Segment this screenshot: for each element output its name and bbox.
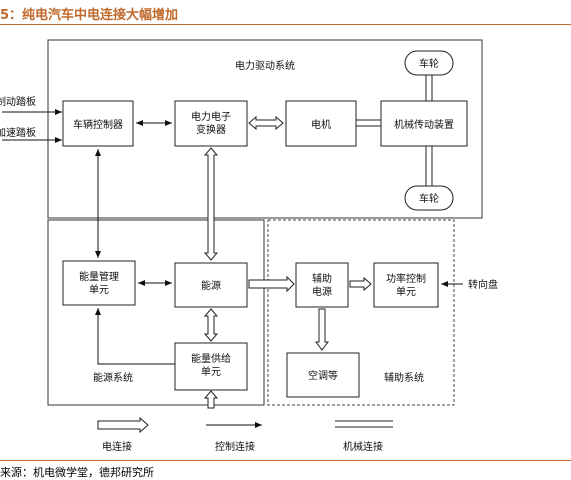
auxiliary-power-label-2: 电源 xyxy=(312,285,332,298)
legend-electrical-label: 电连接 xyxy=(102,440,132,453)
power-steering-label-1: 功率控制 xyxy=(386,272,426,285)
energy-source-label: 能源 xyxy=(201,279,221,292)
power-steering-label-2: 单元 xyxy=(396,286,416,298)
converter-source-electrical xyxy=(203,147,219,261)
drive-system-frame xyxy=(47,39,483,219)
source-auxiliary-electrical xyxy=(248,275,295,293)
footer-divider xyxy=(0,460,571,461)
vehicle-controller-node: 车辆控制器 xyxy=(62,100,134,147)
energy-supply-node: 能量供给 单元 xyxy=(174,342,248,391)
energy-system-frame xyxy=(47,219,265,406)
converter-motor-electrical xyxy=(248,115,284,131)
air-conditioner-node: 空调等 xyxy=(286,352,360,398)
motor-label: 电机 xyxy=(311,118,331,131)
energy-management-node: 能量管理 单元 xyxy=(62,260,136,306)
mechanical-transmission-node: 机械传动装置 xyxy=(380,100,468,147)
auxiliary-aircon-electrical xyxy=(315,308,329,351)
legend-mechanical-label: 机械连接 xyxy=(343,440,383,453)
source-note: 来源：机电微学堂，德邦研究所 xyxy=(0,466,154,479)
legend-mechanical-symbol xyxy=(335,420,393,428)
power-converter-label-2: 变换器 xyxy=(196,123,226,136)
power-steering-node: 功率控制 单元 xyxy=(373,262,439,308)
drive-system-label: 电力驱动系统 xyxy=(235,59,295,72)
energy-management-label-2: 单元 xyxy=(89,284,109,296)
energy-system-label: 能源系统 xyxy=(93,371,133,384)
ev-system-diagram: 电力驱动系统 能源系统 辅助系统 制动踏板 加速踏板 车辆控制器 电力电子 变换… xyxy=(0,39,498,453)
auxiliary-system-frame xyxy=(267,219,455,406)
source-supply-electrical xyxy=(203,308,219,342)
wheel-bottom-label: 车轮 xyxy=(419,192,439,205)
auxiliary-power-label-1: 辅助 xyxy=(312,272,332,285)
external-supply-electrical xyxy=(203,390,219,409)
wheel-top-label: 车轮 xyxy=(419,57,439,70)
steering-wheel-label: 转向盘 xyxy=(468,278,498,291)
energy-source-node: 能源 xyxy=(174,262,248,308)
brake-pedal-label: 制动踏板 xyxy=(0,95,36,108)
auxiliary-steering-electrical xyxy=(349,276,372,292)
energy-supply-label-2: 单元 xyxy=(201,366,221,378)
power-converter-label-1: 电力电子 xyxy=(191,110,231,123)
wheel-bottom-node: 车轮 xyxy=(404,185,454,211)
energy-supply-label-1: 能量供给 xyxy=(191,352,231,365)
accelerator-pedal-label: 加速踏板 xyxy=(0,126,36,139)
legend-control-label: 控制连接 xyxy=(215,440,255,453)
transmission-wheel-bottom-mechanical xyxy=(425,146,433,186)
legend-electrical-symbol xyxy=(97,416,149,434)
air-conditioner-label: 空调等 xyxy=(308,369,338,382)
transmission-wheel-top-mechanical xyxy=(425,75,433,101)
vehicle-controller-label: 车辆控制器 xyxy=(73,118,123,131)
motor-transmission-mechanical xyxy=(356,119,381,127)
mechanical-transmission-label: 机械传动装置 xyxy=(394,118,454,131)
supply-management-control xyxy=(95,308,175,365)
motor-node: 电机 xyxy=(285,100,357,147)
energy-management-label-1: 能量管理 xyxy=(79,270,119,283)
power-converter-node: 电力电子 变换器 xyxy=(174,100,248,147)
figure-title: 5：纯电汽车中电连接大幅增加 xyxy=(0,8,179,23)
wheel-top-node: 车轮 xyxy=(404,50,454,76)
title-divider xyxy=(0,24,571,25)
auxiliary-power-node: 辅助 电源 xyxy=(295,262,349,308)
auxiliary-system-label: 辅助系统 xyxy=(384,371,424,384)
